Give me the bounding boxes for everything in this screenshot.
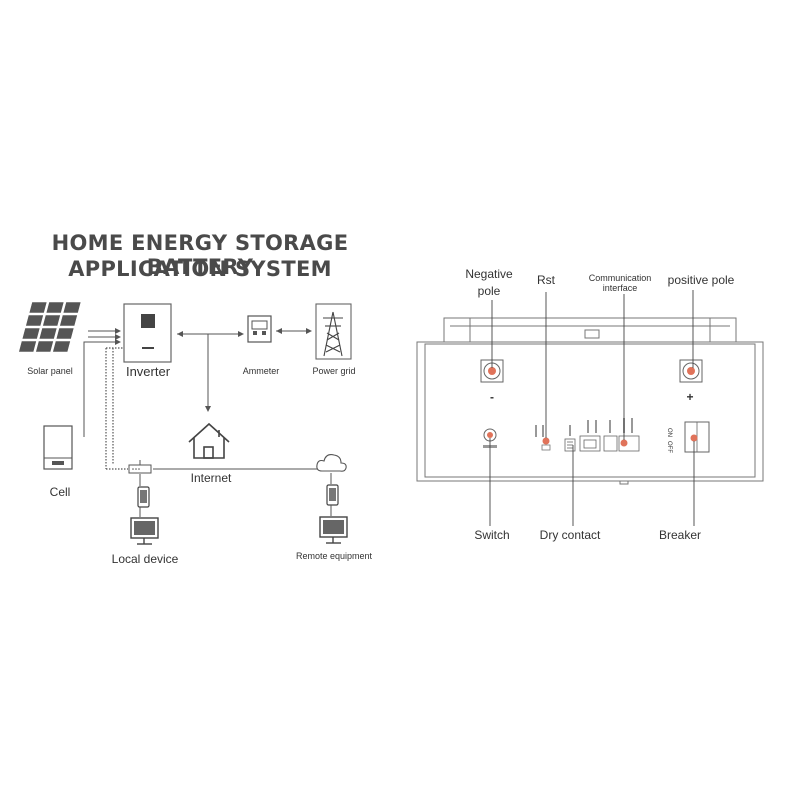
dry-contact-label: Dry contact <box>539 528 601 542</box>
negative-terminal <box>480 359 504 383</box>
breaker-off-label: OFF <box>666 441 672 453</box>
dry-contact-port <box>564 425 576 452</box>
local-monitor-icon <box>130 517 159 545</box>
cell-icon <box>43 425 73 470</box>
leader-lines <box>489 290 695 526</box>
house-icon <box>188 422 230 459</box>
communication-ports <box>579 418 640 452</box>
communication-dotted-lines <box>105 347 128 470</box>
switch-label: Switch <box>474 528 510 542</box>
breaker-on-label: ON <box>666 428 672 437</box>
inverter-icon <box>123 303 172 363</box>
breaker-label: Breaker <box>658 528 702 542</box>
positive-terminal <box>679 359 703 383</box>
communication-interface-label-line2: interface <box>602 283 638 293</box>
remote-monitor-icon <box>319 516 348 544</box>
negative-pole-label-line1: Negative <box>465 267 513 281</box>
solar-panel-icon <box>18 301 82 353</box>
plus-sign: + <box>686 390 694 404</box>
ammeter-icon <box>247 315 272 343</box>
connection-lines <box>83 328 332 517</box>
router-icon <box>128 460 152 474</box>
cell-label: Cell <box>49 485 71 499</box>
power-grid-icon <box>315 303 352 360</box>
communication-interface-label-line1: Communication <box>588 273 652 283</box>
solar-panel-label: Solar panel <box>27 366 73 376</box>
negative-pole-label: Negative pole <box>465 266 512 300</box>
rst-port <box>535 425 551 451</box>
positive-pole-label: positive pole <box>667 273 735 287</box>
inverter-label: Inverter <box>125 364 171 379</box>
power-grid-label: Power grid <box>312 366 356 376</box>
local-phone-icon <box>137 486 150 508</box>
local-device-label: Local device <box>111 552 179 566</box>
negative-pole-label-line2: pole <box>477 284 501 298</box>
breaker-switch <box>684 421 710 453</box>
title-line-2: APPLICATION SYSTEM <box>68 257 332 281</box>
title-line-1: HOME ENERGY STORAGE BATTERY <box>51 231 349 279</box>
communication-interface-label: Communication interface <box>589 273 652 293</box>
minus-sign: - <box>490 390 494 404</box>
internet-label: Internet <box>190 471 232 485</box>
rst-label: Rst <box>537 273 555 287</box>
ammeter-label: Ammeter <box>242 366 280 376</box>
cloud-icon <box>316 454 347 472</box>
battery-front-panel <box>416 317 764 485</box>
remote-phone-icon <box>326 484 339 506</box>
remote-equipment-label: Remote equipment <box>295 551 373 561</box>
